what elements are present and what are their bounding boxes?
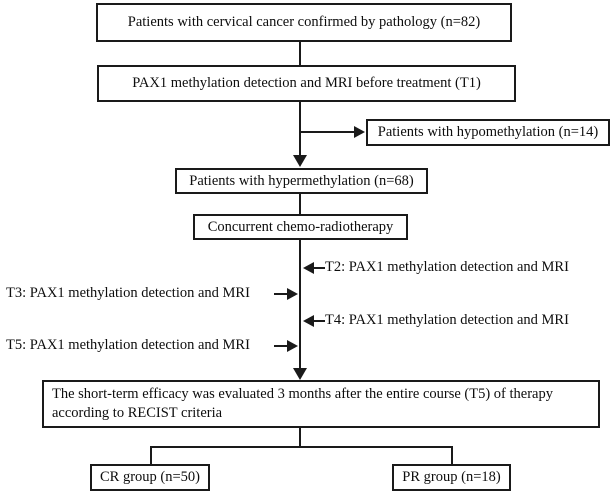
node-concurrent-chemoradiotherapy-label: Concurrent chemo-radiotherapy	[207, 218, 394, 235]
arrowhead-t3-icon	[287, 288, 298, 300]
connector-hypermethylation-to-treatment	[299, 194, 301, 214]
connector-groups-horizontal	[150, 446, 453, 448]
connector-t2-stem	[313, 267, 325, 269]
connector-evaluation-to-groups	[299, 428, 301, 448]
arrowhead-to-hypomethylation-box-icon	[354, 126, 365, 138]
node-efficacy-evaluation: The short-term efficacy was evaluated 3 …	[42, 380, 600, 428]
label-t3: T3: PAX1 methylation detection and MRI	[6, 285, 250, 301]
connector-to-cr-group	[150, 446, 152, 464]
node-baseline-assessment-label: PAX1 methylation detection and MRI befor…	[132, 75, 481, 92]
node-hypomethylation: Patients with hypomethylation (n=14)	[366, 119, 610, 146]
connector-branch-to-hypomethylation	[299, 131, 357, 133]
node-hypomethylation-label: Patients with hypomethylation (n=14)	[377, 124, 599, 141]
connector-to-pr-group	[451, 446, 453, 464]
node-enrolled-patients: Patients with cervical cancer confirmed …	[96, 3, 512, 42]
node-hypermethylation-label: Patients with hypermethylation (n=68)	[189, 172, 414, 189]
label-t5: T5: PAX1 methylation detection and MRI	[6, 337, 250, 353]
node-hypermethylation: Patients with hypermethylation (n=68)	[175, 168, 428, 194]
label-t4: T4: PAX1 methylation detection and MRI	[325, 312, 569, 328]
node-cr-group: CR group (n=50)	[90, 464, 210, 491]
node-baseline-assessment: PAX1 methylation detection and MRI befor…	[97, 65, 516, 102]
connector-enrolled-to-baseline	[299, 42, 301, 65]
node-enrolled-patients-label: Patients with cervical cancer confirmed …	[127, 14, 481, 31]
connector-treatment-to-evaluation-spine	[299, 240, 301, 377]
label-t2: T2: PAX1 methylation detection and MRI	[325, 259, 569, 275]
connector-t4-stem	[313, 320, 325, 322]
node-pr-group-label: PR group (n=18)	[402, 469, 501, 486]
arrowhead-to-evaluation-icon	[293, 368, 307, 380]
arrowhead-t5-icon	[287, 340, 298, 352]
arrowhead-to-hypermethylation-icon	[293, 155, 307, 167]
node-concurrent-chemoradiotherapy: Concurrent chemo-radiotherapy	[193, 214, 408, 240]
arrowhead-t2-icon	[303, 262, 314, 274]
node-pr-group: PR group (n=18)	[392, 464, 511, 491]
node-cr-group-label: CR group (n=50)	[99, 469, 200, 486]
connector-t3-stem	[274, 293, 288, 295]
connector-baseline-to-hypermethylation	[299, 102, 301, 156]
arrowhead-t4-icon	[303, 315, 314, 327]
connector-t5-stem	[274, 345, 288, 347]
node-efficacy-evaluation-label: The short-term efficacy was evaluated 3 …	[52, 386, 553, 421]
